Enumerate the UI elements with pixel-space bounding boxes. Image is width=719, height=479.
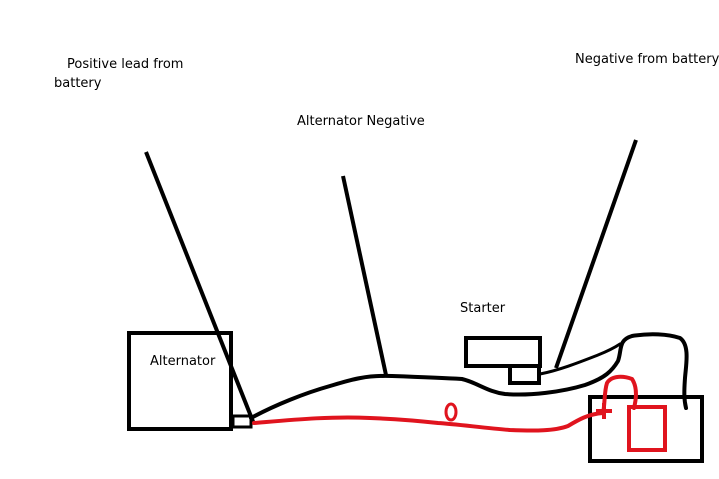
- pointer-positive-lead: [144, 151, 256, 425]
- alternator-box: [127, 331, 233, 431]
- battery-positive-terminal: [627, 405, 667, 452]
- label-positive-lead: Positive lead from battery: [54, 55, 184, 93]
- label-positive-lead-line1: Positive lead from: [67, 57, 184, 72]
- label-negative-from-battery: Negative from battery: [575, 52, 719, 67]
- negative-wire-branch: [538, 342, 622, 376]
- label-starter: Starter: [460, 301, 506, 316]
- label-alternator: Alternator: [150, 354, 216, 369]
- negative-wire: [249, 332, 689, 420]
- pointer-alternator-negative: [341, 175, 388, 376]
- starter-terminal: [508, 364, 541, 385]
- positive-wire-loop: [444, 402, 458, 422]
- alternator-terminal: [231, 414, 253, 429]
- positive-wire: [252, 374, 638, 433]
- pointer-negative-from-battery: [554, 139, 638, 369]
- label-alternator-negative: Alternator Negative: [297, 114, 425, 129]
- starter-box: [464, 336, 542, 368]
- battery-box: [588, 395, 704, 463]
- label-positive-lead-line2: battery: [54, 76, 102, 91]
